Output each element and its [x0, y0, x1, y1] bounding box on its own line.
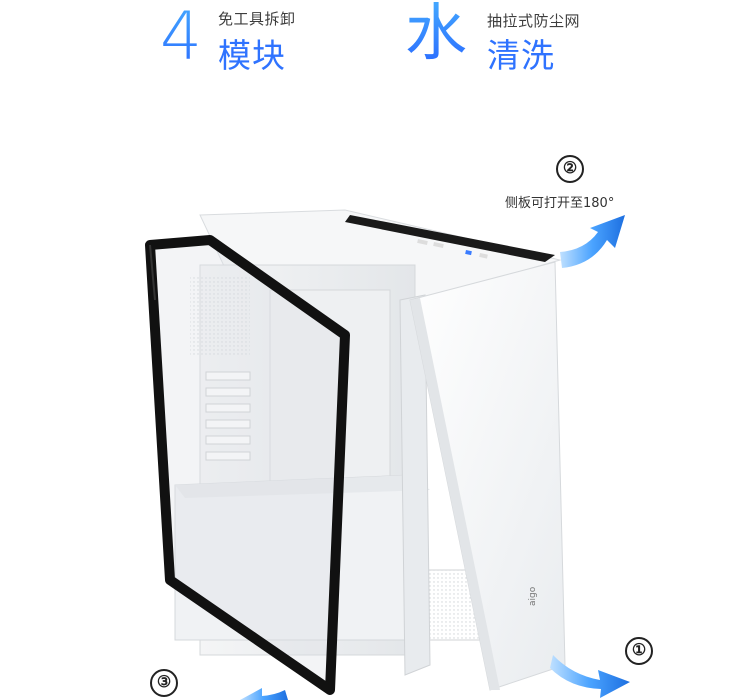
callout-number-2: ②	[556, 155, 584, 183]
feature-title: 模块	[218, 36, 286, 75]
callout-number-1: ①	[625, 637, 653, 665]
feature-caption: 免工具拆卸	[218, 10, 296, 28]
feature-washable-filter: 水 抽拉式防尘网 清洗	[405, 0, 595, 80]
brand-logo-aigo: aigo	[528, 586, 538, 606]
top-io-strip	[345, 215, 555, 262]
arrow-side-panel	[560, 215, 625, 268]
feature-tool-free: 4 免工具拆卸 模块	[160, 0, 320, 80]
feature-title: 清洗	[487, 36, 555, 75]
io-port	[417, 239, 428, 245]
front-panel: aigo	[409, 261, 566, 691]
case-front-pillar	[399, 294, 431, 676]
io-port	[433, 242, 444, 248]
psu-shroud-top	[175, 475, 430, 498]
io-port	[479, 253, 488, 259]
glass-side-panel	[145, 235, 350, 695]
callout-number-3: ③	[150, 669, 178, 697]
feature-big-number: 4	[160, 0, 202, 75]
feature-big-character: 水	[405, 0, 468, 69]
feature-caption: 抽拉式防尘网	[487, 12, 581, 30]
callout-text-side-panel: 侧板可打开至180°	[505, 196, 615, 211]
rear-mesh	[190, 275, 250, 355]
pcie-slots	[205, 371, 251, 461]
arrow-glass-panel	[240, 688, 288, 700]
io-port	[465, 250, 472, 256]
arrow-front-panel	[550, 655, 630, 698]
